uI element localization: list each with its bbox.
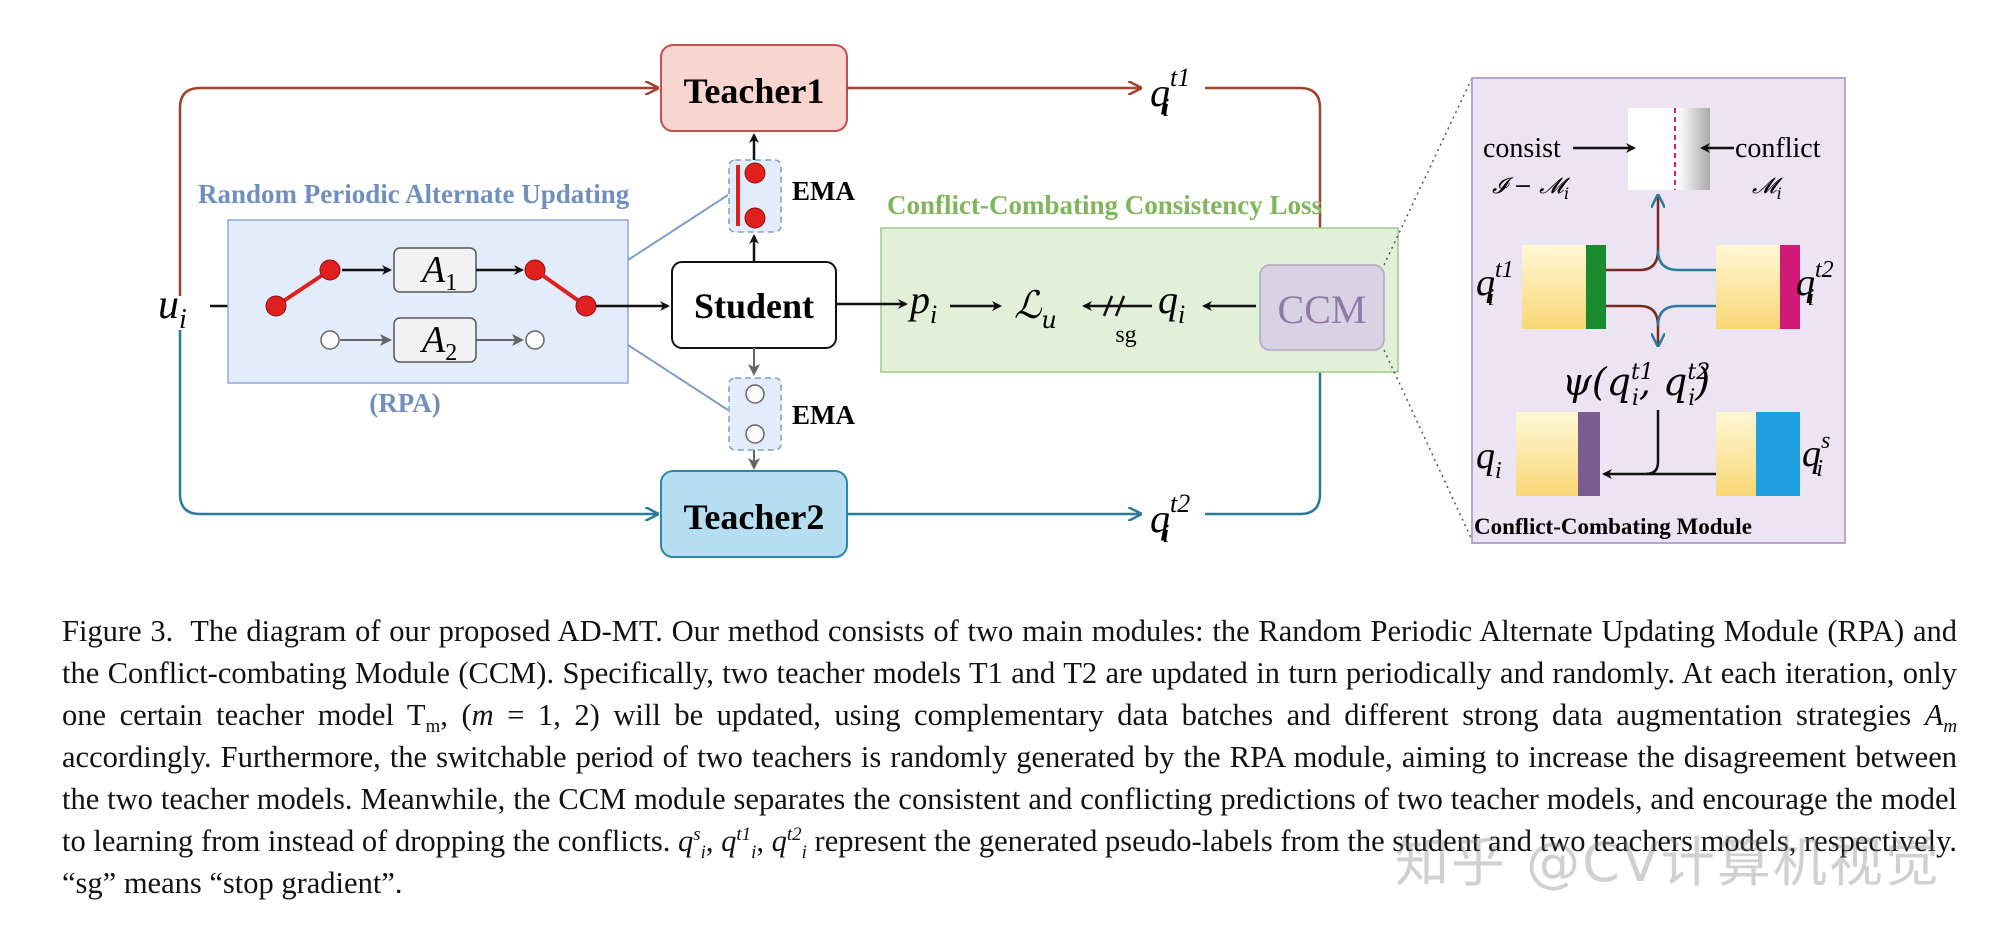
caption-am: A: [1924, 698, 1944, 732]
caption-sub-m: m: [425, 716, 441, 738]
caption-text-3: = 1, 2) will be updated, using complemen…: [493, 698, 1925, 732]
rpa-gray-node-2: [525, 330, 545, 350]
loss-label: ℒu: [1014, 283, 1057, 334]
figure-caption: Figure 3. The diagram of our proposed AD…: [62, 610, 1957, 904]
block-q-t2: [1716, 245, 1780, 329]
arrow-t2-to-mask: [1656, 249, 1716, 272]
rpa-gray-node-1: [320, 330, 340, 350]
caption-q-t2-sub: i: [801, 842, 807, 864]
arrow-t2-to-psi: [1656, 304, 1716, 327]
ema-connector-top: [627, 194, 729, 261]
rpa-red-link-1: [274, 268, 332, 308]
mask-consist: [1628, 108, 1678, 190]
block-q: [1516, 412, 1578, 496]
ema-bottom-box: [728, 377, 782, 451]
caption-text-1: The diagram of our proposed AD-MT. Our m…: [62, 614, 1957, 732]
ccm-label: CCM: [1278, 287, 1367, 332]
a1-label: A1: [419, 249, 457, 296]
caption-q-s-sub: i: [700, 842, 706, 864]
ccm-module-title: Conflict-Combating Module: [1474, 514, 1752, 539]
caption-text-4: accordingly. Furthermore, the switchable…: [62, 740, 1957, 858]
rpa-red-node-1: [265, 295, 287, 317]
ema-connector-bottom: [627, 344, 729, 411]
ema-top-label: EMA: [792, 176, 855, 206]
p-label: pi: [907, 277, 937, 329]
caption-q-t1-sup: t1: [736, 823, 752, 845]
block-q-t1: [1522, 245, 1586, 329]
block-q-s: [1716, 412, 1756, 496]
block-q-t2-pink-bar: [1780, 245, 1800, 329]
loss-title: Conflict-Combating Consistency Loss: [887, 190, 1322, 220]
caption-am-sub: m: [1943, 716, 1957, 738]
caption-text-2: , (: [440, 698, 472, 732]
blue-path-input-teacher2: [178, 330, 657, 514]
block-q-purple-bar: [1578, 412, 1600, 496]
ema-top-node-1: [744, 162, 766, 184]
caption-q-s-sup: s: [693, 823, 701, 845]
rpa-short-label: (RPA): [369, 388, 440, 418]
caption-q-t1-sub: i: [751, 842, 757, 864]
zoom-line-bottom: [1383, 349, 1473, 541]
ema-bottom-node-2: [745, 424, 765, 444]
ema-bottom-label: EMA: [792, 400, 855, 430]
caption-paragraph: Figure 3. The diagram of our proposed AD…: [62, 614, 1958, 900]
caption-figure-number: Figure 3.: [62, 614, 174, 648]
q-module-label: qi: [1476, 435, 1502, 484]
ema-top-node-2: [744, 207, 766, 229]
conflict-label: conflict: [1735, 133, 1821, 164]
caption-q-t2-sup: t2: [786, 823, 802, 845]
zoom-line-top: [1383, 77, 1473, 266]
rpa-red-node-4: [575, 295, 597, 317]
block-q-s-cyan-bar: [1756, 412, 1800, 496]
caption-q-t2: q: [771, 824, 787, 858]
caption-text-5: represent the generated pseudo-labels fr…: [62, 824, 1958, 900]
consist-formula: 𝓘 − 𝓜i: [1492, 174, 1570, 203]
teacher1-label: Teacher1: [684, 71, 825, 111]
student-label: Student: [694, 286, 814, 326]
blue-path-q2-ccm: [1205, 352, 1320, 516]
stopgrad-tick-2: [1114, 295, 1126, 317]
stopgrad-tick-1: [1102, 295, 1114, 317]
ema-bottom-node-1: [745, 384, 765, 404]
sg-label: sg: [1115, 322, 1136, 348]
a2-label: A2: [419, 319, 457, 366]
caption-q-t1: q: [721, 824, 737, 858]
red-path-input-teacher1: [178, 88, 657, 296]
rpa-red-node-2: [319, 259, 341, 281]
teacher2-label: Teacher2: [684, 497, 825, 537]
q-label: qi: [1158, 277, 1185, 329]
ccm-box: [1259, 264, 1385, 351]
caption-q-s: q: [677, 824, 694, 858]
input-u-label: ui: [158, 282, 187, 335]
rpa-title: Random Periodic Alternate Updating: [198, 179, 630, 209]
caption-m-eq: m: [471, 698, 494, 732]
red-path-q1-ccm: [1205, 86, 1320, 262]
consist-label: consist: [1483, 133, 1561, 164]
block-q-t1-green-bar: [1586, 245, 1606, 329]
